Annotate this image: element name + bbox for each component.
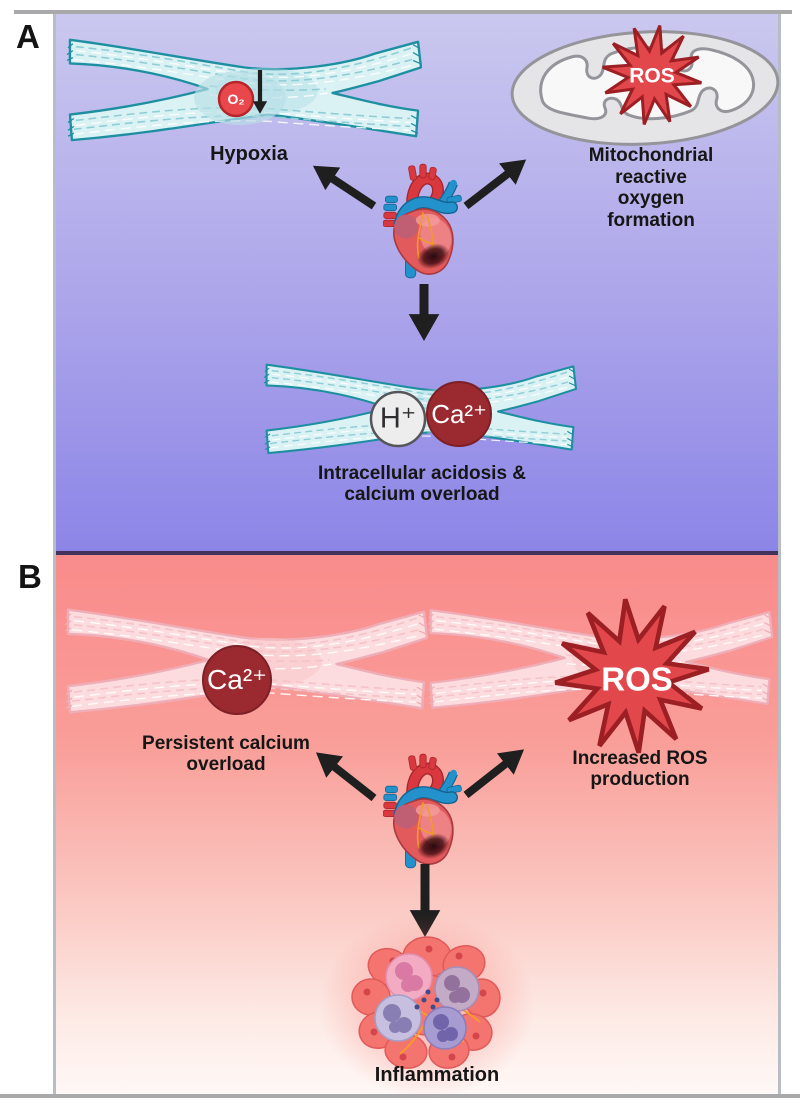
- inflammation-label: Inflammation: [374, 1064, 500, 1086]
- arrow-to-ros-production: [463, 749, 525, 799]
- arrow-to-hypoxia: [312, 165, 377, 210]
- bottom-rule: [0, 1094, 800, 1098]
- increased-ros-label: Increased ROS production: [572, 748, 708, 790]
- top-rule: [14, 10, 792, 14]
- ros-label-a: ROS: [629, 64, 675, 88]
- persistent-calcium-label: Persistent calcium overload: [142, 733, 310, 775]
- mitochondria-label: Mitochondrial reactive oxygen formation: [588, 145, 714, 231]
- panel-divider: [56, 551, 778, 555]
- right-rule: [778, 14, 781, 1094]
- calcium-circle-b: [202, 645, 272, 715]
- h-ion-circle: [369, 390, 427, 448]
- o2-label: O₂: [227, 91, 245, 107]
- calcium-label-a: Ca²⁺: [431, 399, 487, 429]
- calcium-label-b: Ca²⁺: [207, 664, 267, 695]
- hypoxia-label: Hypoxia: [210, 143, 288, 165]
- calcium-circle-a: [426, 381, 492, 447]
- panel-b-label: B: [18, 558, 42, 595]
- arrow-to-calcium-overload: [315, 752, 377, 802]
- ros-label-b: ROS: [601, 660, 673, 698]
- inflammation-cluster-icon: [319, 914, 535, 1098]
- oxygen-circle: [217, 80, 255, 118]
- h-ion-label: H⁺: [379, 402, 417, 435]
- left-rule: [53, 14, 56, 1094]
- arrow-to-mitochondria: [463, 159, 527, 210]
- panel-a-label: A: [16, 18, 40, 55]
- acidosis-label: Intracellular acidosis & calcium overloa…: [317, 463, 527, 505]
